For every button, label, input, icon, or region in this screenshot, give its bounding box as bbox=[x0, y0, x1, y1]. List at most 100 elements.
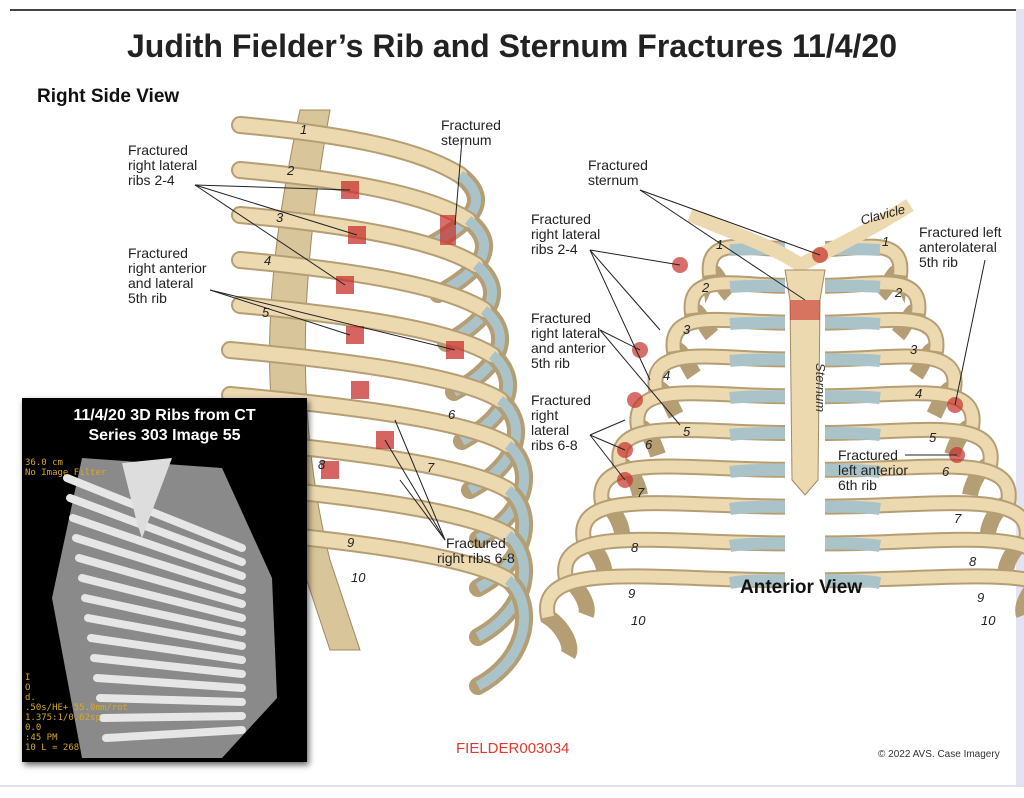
side-rib-number: 3 bbox=[276, 210, 284, 225]
left-rib-number: 6 bbox=[942, 464, 950, 479]
anterior-rib-cartilage bbox=[729, 500, 786, 515]
leader-line bbox=[639, 189, 806, 301]
left-rib-number: 7 bbox=[954, 511, 962, 526]
side-rib-cartilage bbox=[475, 576, 530, 691]
left-rib-number: 9 bbox=[977, 590, 985, 605]
side-rib-number: 4 bbox=[264, 253, 272, 268]
ct-3d-ribs-inset: 11/4/20 3D Ribs from CT Series 303 Image… bbox=[22, 398, 307, 762]
leader-line bbox=[394, 419, 446, 541]
ct-ribs-render bbox=[52, 458, 277, 758]
anterior-rib-cartilage bbox=[729, 463, 786, 478]
anterior-rib-cartilage bbox=[728, 537, 786, 552]
anterior-rib-cartilage bbox=[824, 500, 881, 515]
side-rib-number: 10 bbox=[351, 570, 366, 585]
right-side-view-heading: Right Side View bbox=[37, 86, 180, 107]
left-rib-number: 3 bbox=[910, 342, 918, 357]
side-rib-cartilage bbox=[475, 531, 530, 642]
fracture-mark bbox=[351, 381, 369, 399]
left-rib-number: 2 bbox=[895, 285, 903, 300]
fracture-mark bbox=[321, 461, 339, 479]
leader-line bbox=[589, 434, 626, 451]
anterior-rib-cartilage bbox=[728, 574, 786, 589]
ct-inset-title: 11/4/20 3D Ribs from CT Series 303 Image… bbox=[73, 407, 256, 444]
left-rib-number: 4 bbox=[915, 386, 923, 401]
side-rib-number: 5 bbox=[262, 305, 270, 320]
ct-rib bbox=[63, 474, 246, 552]
side-rib-number: 1 bbox=[300, 122, 308, 137]
anterior-rib-cartilage bbox=[729, 353, 786, 367]
bates-number: FIELDER003034 bbox=[456, 740, 570, 757]
left-rib-number: 1 bbox=[882, 234, 890, 249]
sternum-bone bbox=[784, 269, 826, 496]
ct-rib bbox=[90, 654, 246, 678]
right-rib-number: 10 bbox=[631, 613, 646, 628]
leader-line bbox=[454, 139, 463, 226]
side-rib-number: 6 bbox=[448, 407, 456, 422]
left-rib-number: 8 bbox=[969, 554, 977, 569]
right-rib-number: 3 bbox=[683, 322, 691, 337]
label-right-5th-rib: Fractured right anterior and lateral 5th… bbox=[128, 245, 207, 306]
side-rib-bone bbox=[233, 208, 483, 272]
ct-scapula bbox=[122, 458, 172, 538]
anterior-rib-cartilage bbox=[729, 390, 786, 404]
copyright: © 2022 AVS. Case Imagery bbox=[878, 749, 1000, 760]
ct-rib bbox=[102, 726, 246, 742]
right-rib-number: 7 bbox=[637, 485, 645, 500]
leader-line bbox=[639, 189, 821, 256]
anterior-rib-cartilage bbox=[824, 316, 881, 330]
leader-line bbox=[589, 249, 661, 331]
frame-bottom-border bbox=[0, 785, 1024, 787]
right-rib-number: 4 bbox=[663, 368, 671, 383]
leader-line bbox=[954, 259, 986, 406]
left-rib-number: 10 bbox=[981, 613, 996, 628]
anterior-rib-cartilage bbox=[824, 353, 881, 367]
frame-right-border bbox=[1016, 9, 1024, 787]
right-rib-number: 9 bbox=[628, 586, 636, 601]
anterior-rib-cartilage bbox=[824, 427, 881, 441]
anterior-rib-cartilage bbox=[729, 316, 786, 330]
fracture-mark bbox=[346, 326, 364, 344]
leader-line bbox=[589, 249, 681, 266]
ct-rib bbox=[81, 594, 246, 636]
anterior-rib-cartilage bbox=[824, 279, 881, 293]
right-rib-number: 6 bbox=[645, 437, 653, 452]
anterior-rib-cartilage bbox=[824, 463, 881, 478]
label-left-6th-rib: Fractured left anterior 6th rib bbox=[838, 447, 909, 493]
side-rib-bone bbox=[233, 253, 491, 317]
ct-bottom-overlay-text: I O d. .50s/HE+ 55.0mm/rot 1.375:1/0.62s… bbox=[25, 673, 128, 753]
ct-rib bbox=[96, 694, 246, 706]
leader-line bbox=[589, 419, 626, 436]
label-right-ribs-6-8: Fractured right ribs 6-8 bbox=[437, 535, 515, 566]
ct-rib bbox=[93, 674, 246, 692]
ct-rib bbox=[87, 634, 246, 664]
ct-rib bbox=[72, 534, 246, 594]
right-rib-number: 1 bbox=[716, 237, 724, 252]
sternum-fracture-mark bbox=[440, 215, 456, 245]
leader-line bbox=[399, 479, 446, 541]
side-rib-cartilage bbox=[435, 216, 489, 299]
leader-line bbox=[194, 184, 351, 191]
page-title: Judith Fielder’s Rib and Sternum Fractur… bbox=[126, 28, 897, 64]
label-anterior-ribs-2-4: Fractured right lateral ribs 2-4 bbox=[531, 211, 601, 257]
side-rib-bone bbox=[223, 343, 507, 407]
ct-rib bbox=[99, 712, 246, 722]
sternum-label: Sternum bbox=[813, 362, 829, 413]
ct-rib bbox=[75, 554, 246, 608]
leader-line bbox=[589, 434, 626, 481]
side-rib-number: 8 bbox=[318, 457, 326, 472]
leader-line bbox=[209, 289, 456, 351]
sternum-fracture-mark bbox=[790, 300, 820, 320]
ct-rib bbox=[69, 514, 246, 580]
ct-rib bbox=[84, 614, 246, 650]
fracture-mark bbox=[627, 392, 643, 408]
right-rib-number: 5 bbox=[683, 424, 691, 439]
ct-rib bbox=[78, 574, 246, 622]
leader-line bbox=[599, 329, 681, 426]
leader-line bbox=[599, 329, 641, 351]
anterior-rib-cartilage bbox=[729, 279, 786, 293]
ct-top-overlay-text: 36.0 cm No Image Filter bbox=[25, 458, 107, 478]
label-fractured-sternum-side: Fractured sternum bbox=[441, 117, 501, 148]
left-rib-number: 5 bbox=[929, 430, 937, 445]
side-rib-number: 7 bbox=[427, 460, 435, 475]
leader-line bbox=[194, 184, 346, 286]
